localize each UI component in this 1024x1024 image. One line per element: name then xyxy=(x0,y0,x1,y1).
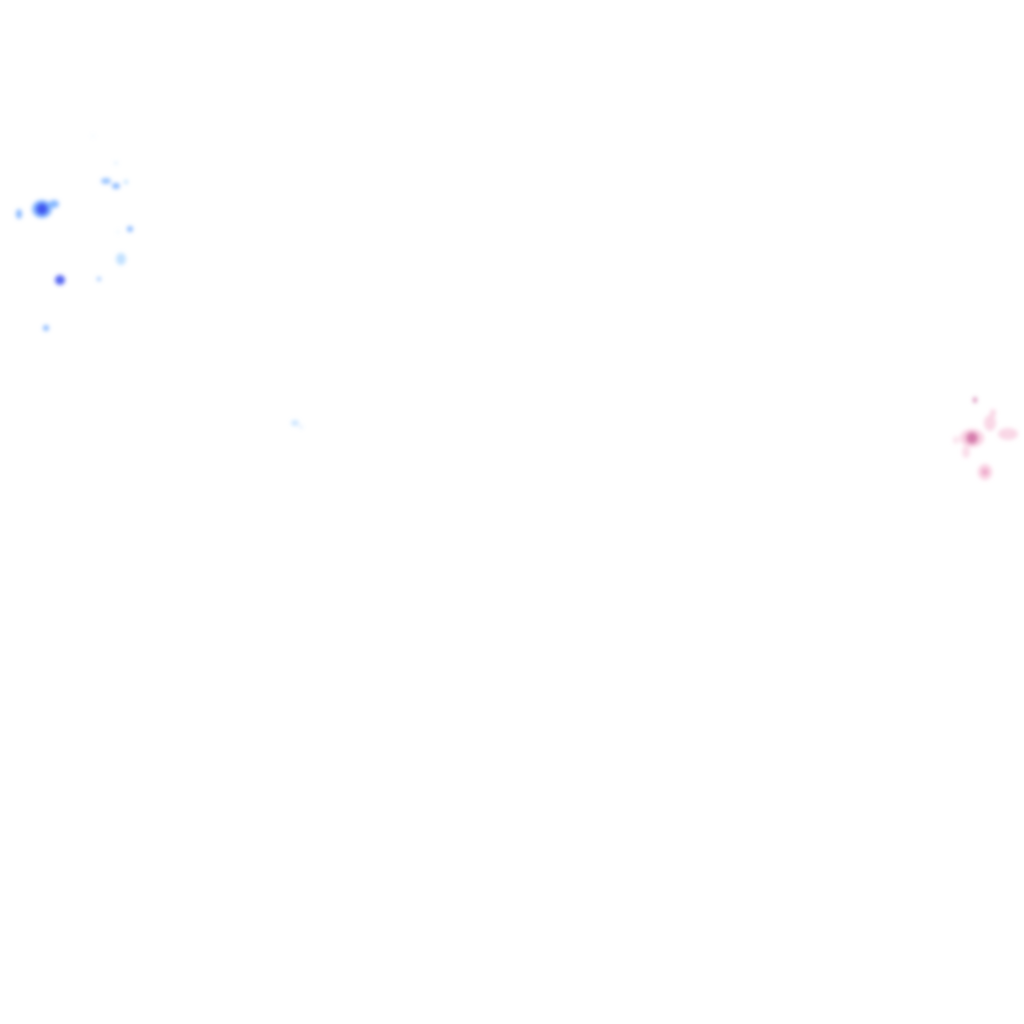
echo-cell xyxy=(49,200,59,208)
echo-cell xyxy=(55,275,65,285)
echo-cell xyxy=(124,180,128,184)
echo-cell xyxy=(114,162,118,164)
mixed-precip-echoes xyxy=(953,397,1018,480)
echo-cell xyxy=(92,135,94,137)
echo-cell xyxy=(127,226,133,232)
echo-cell xyxy=(998,428,1018,440)
echo-cell xyxy=(101,178,111,184)
echo-cell xyxy=(117,231,119,233)
echo-cell xyxy=(36,203,48,215)
echo-cell xyxy=(966,432,978,444)
echo-cell xyxy=(973,397,977,403)
echo-cell xyxy=(112,183,120,189)
echo-cell xyxy=(97,277,101,281)
echo-cell xyxy=(43,325,49,331)
echo-cell xyxy=(962,446,970,458)
echo-cell xyxy=(984,415,996,431)
echo-cell xyxy=(300,426,302,428)
echo-cell xyxy=(16,209,22,219)
echo-cell xyxy=(291,420,299,426)
echo-cell xyxy=(953,436,959,444)
echo-cell xyxy=(990,409,996,417)
echo-cell xyxy=(982,469,988,475)
echo-cell xyxy=(116,253,126,265)
rain-echoes xyxy=(16,135,302,428)
